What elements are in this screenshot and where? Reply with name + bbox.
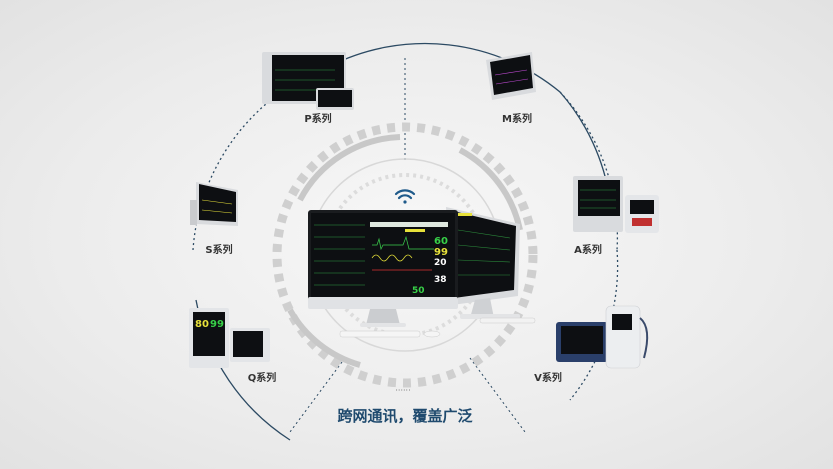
temp-value: 38 xyxy=(434,275,447,285)
central-monitor: 60 99 20 38 50 xyxy=(308,210,458,338)
p-series-device xyxy=(262,52,354,110)
q-hr-value: 80 xyxy=(195,319,209,330)
secondary-monitor xyxy=(446,207,536,324)
spo2-value: 99 xyxy=(434,247,448,258)
series-label-p: P系列 xyxy=(304,112,331,125)
v-series-device xyxy=(556,305,649,369)
series-label-a: A系列 xyxy=(574,243,602,256)
a-series-device xyxy=(573,176,659,233)
series-label-m: M系列 xyxy=(502,112,532,125)
m-series-device xyxy=(486,52,536,100)
q-series-device: 80 99 xyxy=(189,308,270,368)
slogan: 跨网通讯，覆盖广泛 xyxy=(337,407,472,425)
series-label-q: Q系列 xyxy=(248,371,277,384)
wifi-icon xyxy=(394,189,416,204)
dots-ellipsis: ······ xyxy=(395,386,410,395)
co2-value: 50 xyxy=(412,286,425,296)
q-spo2-value: 99 xyxy=(210,319,224,330)
hr-value: 60 xyxy=(434,236,448,247)
s-series-device xyxy=(190,182,238,226)
resp-value: 20 xyxy=(434,258,447,268)
connector-lines xyxy=(289,58,526,433)
series-label-v: V系列 xyxy=(534,371,562,384)
series-label-s: S系列 xyxy=(205,243,232,256)
